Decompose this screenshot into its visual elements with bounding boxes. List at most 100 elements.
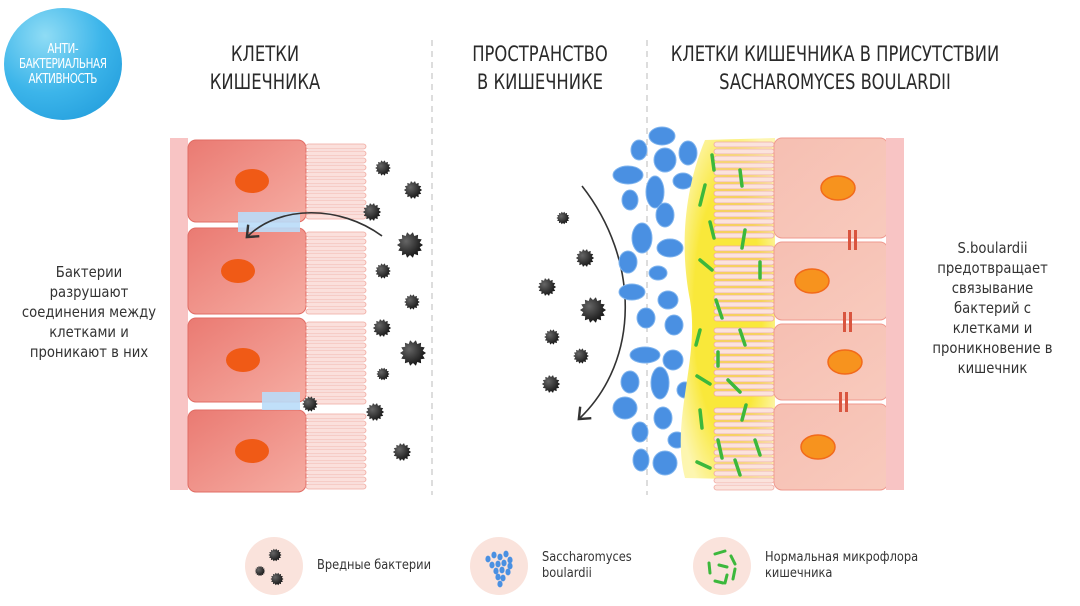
microvillus — [305, 143, 367, 150]
microvillus — [305, 384, 367, 391]
yeast-cell — [612, 165, 644, 185]
microvillus — [305, 150, 367, 157]
yeast-cell — [648, 265, 668, 281]
bacterium-icon — [302, 396, 318, 412]
badge-label: АНТИ- БАКТЕРИАЛЬНАЯ АКТИВНОСТЬ — [19, 41, 107, 87]
yeast-cell — [618, 283, 646, 301]
left-description: Бактерии разрушают соединения между клет… — [21, 263, 157, 361]
yeast-cell — [652, 450, 678, 476]
bacterium-icon — [268, 548, 282, 562]
microflora-bacterium — [731, 567, 737, 581]
microvillus — [305, 476, 367, 483]
legend-label: Saccharomyces boulardii — [542, 550, 632, 581]
microvillus — [305, 178, 367, 185]
microvillus — [305, 413, 367, 420]
bacterium-icon — [375, 263, 391, 279]
yeast-cell — [629, 346, 661, 364]
bacterium-icon — [372, 319, 392, 337]
nucleus — [820, 175, 856, 201]
epithelial-cell — [773, 241, 889, 321]
yeast-cell — [507, 562, 513, 570]
microflora-bacterium — [713, 549, 727, 556]
yeast-cell — [653, 406, 673, 430]
tight-junction — [845, 392, 848, 412]
yeast-group — [612, 126, 698, 476]
microvillus — [713, 259, 775, 266]
yeast-cell — [678, 140, 698, 166]
microvillus — [713, 421, 775, 428]
yeast-cell — [612, 396, 638, 420]
yeast-cell — [636, 307, 656, 329]
microflora-bacterium — [708, 220, 716, 240]
microvillus — [305, 245, 367, 252]
microvillus — [713, 197, 775, 204]
bacterium-icon — [573, 348, 589, 364]
microvillus — [305, 349, 367, 356]
microflora-bacterium — [717, 563, 729, 569]
basement-membrane-left — [170, 138, 188, 490]
microflora-icon — [693, 537, 751, 595]
nucleus — [827, 349, 863, 375]
nucleus — [235, 439, 269, 463]
microvillus — [713, 315, 775, 322]
microvillus — [305, 441, 367, 448]
bacterium-icon — [392, 443, 412, 461]
yeast-cell — [507, 556, 513, 564]
yeast-cell — [664, 314, 684, 336]
microvillus — [305, 185, 367, 192]
tight-junction — [839, 392, 842, 412]
microvillus — [305, 391, 367, 398]
legend-label: Вредные бактерии — [317, 558, 432, 573]
right-cell-group — [713, 137, 889, 491]
microvillus — [713, 383, 775, 390]
microvillus — [713, 442, 775, 449]
microvillus — [713, 141, 775, 148]
tight-junction — [843, 312, 846, 332]
yeast-cell — [645, 175, 665, 209]
microvillus — [305, 171, 367, 178]
basement-membrane-right — [886, 138, 904, 490]
microvillus — [713, 428, 775, 435]
microvillus — [713, 287, 775, 294]
microvillus — [305, 280, 367, 287]
microvillus — [305, 363, 367, 370]
microflora-bacterium — [740, 228, 747, 250]
microvillus — [713, 390, 775, 397]
yeast-cell — [495, 560, 501, 568]
microvillus — [305, 231, 367, 238]
microflora-bacterium — [738, 168, 744, 188]
microflora-bacterium — [726, 378, 742, 394]
microvillus — [713, 252, 775, 259]
microvillus — [305, 469, 367, 476]
microvillus — [713, 327, 775, 334]
microvillus — [305, 370, 367, 377]
microflora-bacterium — [723, 573, 729, 585]
nucleus — [794, 268, 830, 294]
legend-microflora: Нормальная микрофлора кишечника — [693, 537, 939, 595]
yeast-cell — [501, 559, 507, 567]
nucleus — [800, 434, 836, 460]
microvillus — [305, 259, 367, 266]
microflora-bacterium — [729, 554, 737, 566]
header-intestinal-cells: КЛЕТКИ КИШЕЧНИКА — [209, 42, 321, 94]
tight-junction — [854, 230, 857, 250]
bacterium-icon — [580, 297, 606, 323]
yeast-cell — [620, 370, 640, 394]
yeast-cell — [500, 574, 506, 582]
microvillus — [713, 470, 775, 477]
legend-harmful-bacteria: Вредные бактерии — [245, 537, 447, 595]
microvillus — [305, 434, 367, 441]
microflora-group — [694, 153, 762, 477]
damaged-junction — [262, 392, 300, 410]
bacterium-icon — [375, 160, 391, 176]
microvillus — [713, 301, 775, 308]
antibacterial-badge: АНТИ- БАКТЕРИАЛЬНАЯ АКТИВНОСТЬ — [4, 8, 122, 120]
microvillus — [305, 448, 367, 455]
microvillus — [305, 308, 367, 315]
microvillus — [713, 308, 775, 315]
microvillus — [305, 213, 367, 220]
microvillus — [713, 176, 775, 183]
microvillus — [305, 321, 367, 328]
yeast-cell — [503, 550, 509, 558]
